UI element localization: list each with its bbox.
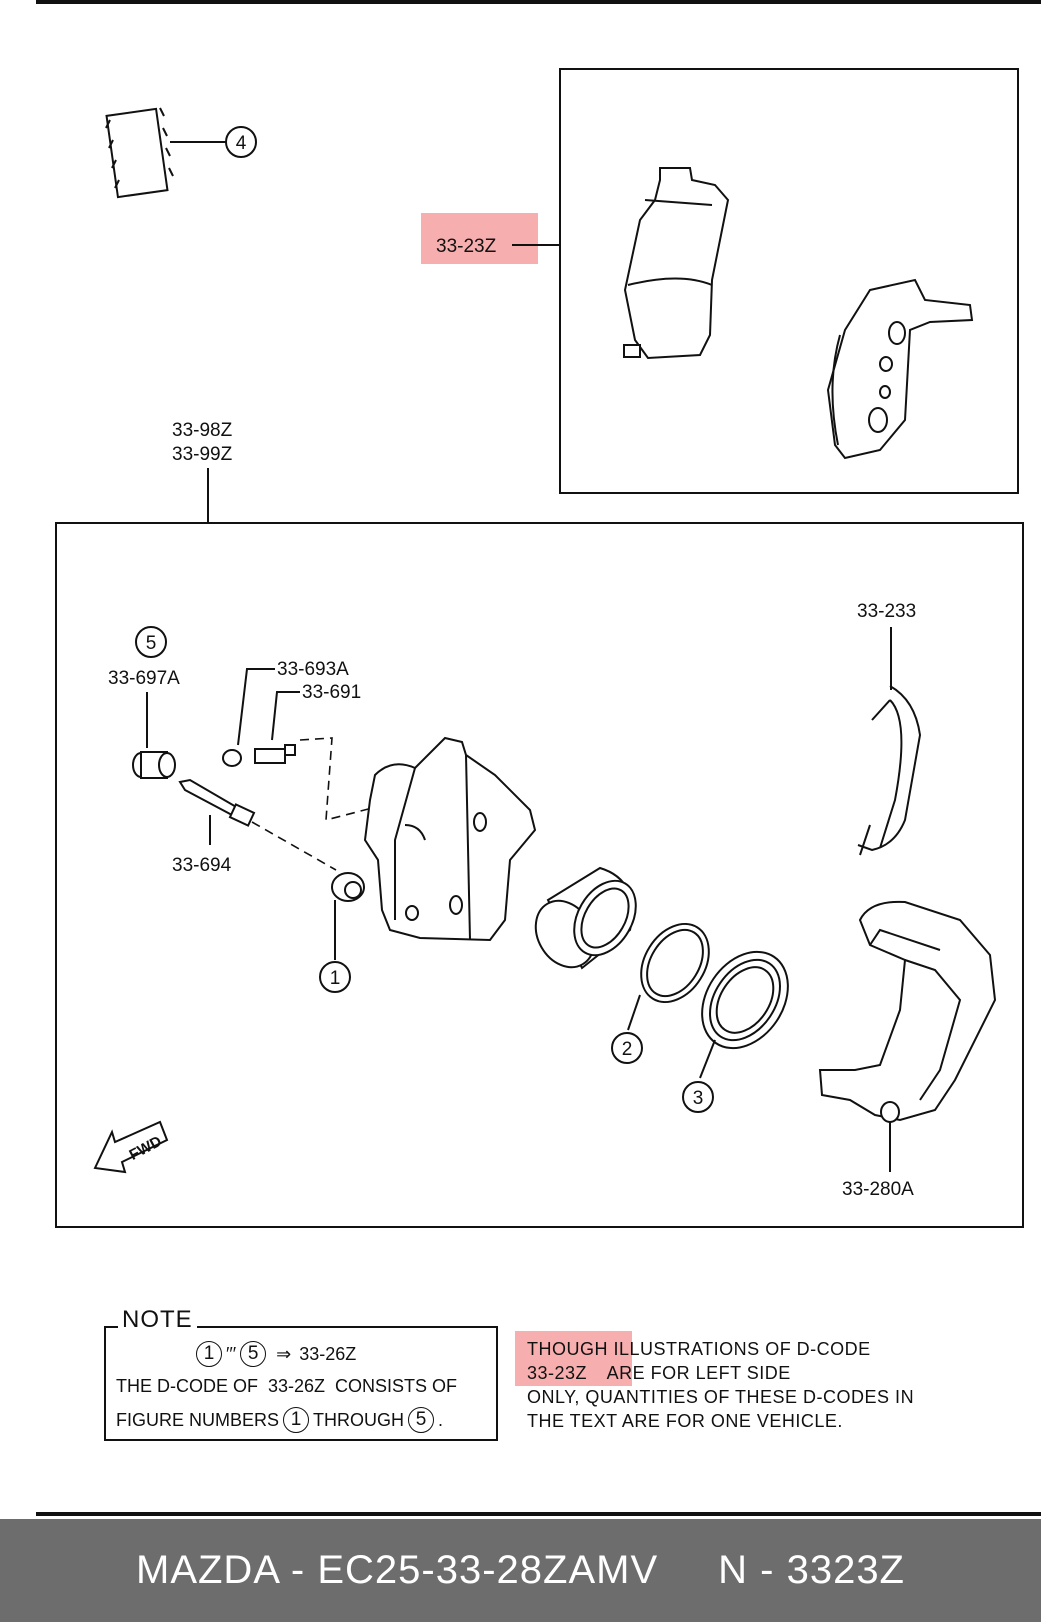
note-line3-c: . bbox=[438, 1409, 444, 1430]
top-rule bbox=[36, 0, 1041, 4]
bleeder-cap-part bbox=[222, 749, 242, 767]
side-note-line-1: THOUGH ILLUSTRATIONS OF D-CODE bbox=[527, 1339, 871, 1359]
caliper-code-1: 33-98Z bbox=[172, 420, 233, 441]
piston-seal-part bbox=[640, 922, 710, 1004]
bleeder-screw-leader bbox=[271, 691, 300, 741]
shim-callout: 4 bbox=[236, 133, 247, 154]
guide-pin-dash bbox=[251, 821, 337, 871]
boot-callout: 5 bbox=[146, 633, 157, 654]
side-note-line2-rest: ARE FOR LEFT SIDE bbox=[606, 1363, 791, 1383]
piston-boot-callout: 3 bbox=[693, 1088, 704, 1109]
bracket-label: 33-280A bbox=[842, 1179, 914, 1200]
guide-bushing-label: 33-697A bbox=[108, 668, 180, 689]
fwd-arrow-icon: FWD bbox=[93, 1120, 169, 1174]
side-note-highlight bbox=[515, 1331, 632, 1386]
piston-seal-leader bbox=[627, 994, 641, 1031]
note-arrow: ⇒ bbox=[276, 1343, 292, 1364]
note-line3-end: 5 bbox=[408, 1407, 435, 1433]
bleeder-screw-part bbox=[254, 744, 296, 764]
piston-boot-part bbox=[701, 950, 789, 1050]
piston-seal-callout-circle bbox=[611, 1032, 643, 1064]
brake-pad-outer bbox=[826, 278, 974, 460]
pad-frame bbox=[559, 68, 1019, 494]
note-line-3: FIGURE NUMBERS 1 THROUGH 5 . bbox=[116, 1407, 443, 1433]
bleeder-cap-leader bbox=[237, 668, 275, 746]
side-note-line-2: 33-23Z ARE FOR LEFT SIDE bbox=[527, 1361, 914, 1385]
spring-part bbox=[857, 685, 922, 856]
note-line3-b: THROUGH bbox=[313, 1409, 405, 1430]
footer-bar: MAZDA - EC25-33-28ZAMV N - 3323Z bbox=[0, 1519, 1041, 1622]
note-line3-start: 1 bbox=[283, 1407, 310, 1433]
caliper-body bbox=[363, 736, 537, 942]
piston-boot-callout-circle bbox=[682, 1081, 714, 1113]
side-note-line-4: THE TEXT ARE FOR ONE VEHICLE. bbox=[527, 1411, 843, 1431]
shim-callout-circle bbox=[225, 126, 257, 158]
boot-callout-circle bbox=[135, 626, 167, 658]
bleeder-cap-label: 33-693A bbox=[277, 659, 349, 680]
side-note-code: 33-23Z bbox=[527, 1363, 588, 1383]
note-line3-a: FIGURE NUMBERS bbox=[116, 1409, 280, 1430]
pad-code-highlight bbox=[421, 213, 538, 264]
note-range-end: 5 bbox=[240, 1341, 267, 1367]
side-note: THOUGH ILLUSTRATIONS OF D-CODE 33-23Z AR… bbox=[515, 1331, 915, 1433]
guide-pin-label: 33-694 bbox=[172, 855, 232, 876]
note-range-start: 1 bbox=[196, 1341, 222, 1367]
note-line2-code: 33-26Z bbox=[268, 1376, 326, 1396]
pad-code-label: 33-23Z bbox=[436, 236, 497, 257]
side-note-line-3: ONLY, QUANTITIES OF THESE D-CODES IN bbox=[527, 1387, 915, 1407]
spring-label: 33-233 bbox=[857, 601, 916, 622]
bleeder-screw-label: 33-691 bbox=[302, 682, 361, 703]
note-title: NOTE bbox=[118, 1306, 197, 1334]
bleeder-dash bbox=[299, 737, 381, 822]
dust-boot-part bbox=[331, 872, 365, 902]
mounting-bracket-part bbox=[818, 900, 997, 1123]
bottom-rule bbox=[36, 1512, 1041, 1516]
caliper-frame bbox=[55, 522, 1024, 1228]
dust-boot-callout: 1 bbox=[330, 968, 341, 989]
note-range-sep: ′′′ bbox=[226, 1343, 237, 1364]
brake-caliper-diagram: 33-23Z 4 33-98Z 33-99Z 5 33-697A 33-693A bbox=[55, 68, 1024, 1228]
footer-part-number: MAZDA - EC25-33-28ZAMV bbox=[136, 1548, 659, 1592]
note-range-row: 1 ′′′ 5 ⇒ 33-26Z bbox=[196, 1341, 356, 1367]
piston-boot-leader bbox=[699, 1039, 716, 1079]
note-line-2: THE D-CODE OF 33-26Z CONSISTS OF bbox=[116, 1376, 457, 1397]
piston-part bbox=[534, 866, 637, 970]
piston-seal-callout: 2 bbox=[622, 1039, 633, 1060]
brake-pad-inner bbox=[623, 167, 730, 360]
note-line2-b: CONSISTS OF bbox=[335, 1376, 458, 1396]
note-line2-a: THE D-CODE OF bbox=[116, 1376, 258, 1396]
caliper-code-2: 33-99Z bbox=[172, 444, 233, 465]
guide-bushing-part bbox=[132, 751, 176, 779]
dust-boot-callout-circle bbox=[319, 961, 351, 993]
guide-pin-part bbox=[178, 778, 256, 827]
shim-part bbox=[105, 107, 174, 199]
footer-diagram-code: N - 3323Z bbox=[718, 1548, 905, 1592]
note-box bbox=[104, 1326, 498, 1441]
note-kit-code: 33-26Z bbox=[299, 1343, 357, 1364]
